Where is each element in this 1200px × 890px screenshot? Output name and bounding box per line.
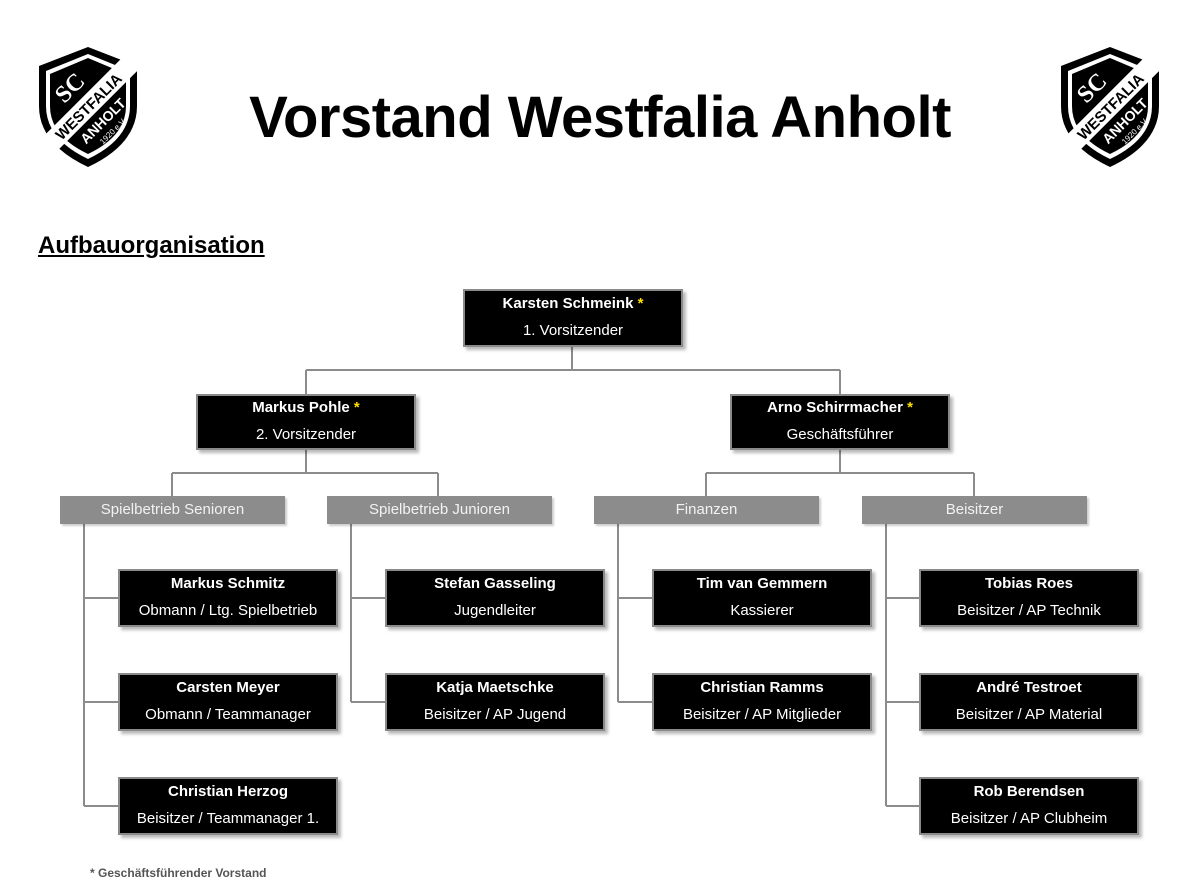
star-marker: *: [353, 399, 360, 416]
member-name: Markus Schmitz: [170, 575, 286, 592]
member-role: Obmann / Ltg. Spielbetrieb: [138, 602, 318, 619]
category-spielbetrieb-junioren: Spielbetrieb Junioren: [327, 496, 552, 524]
member-role: Beisitzer / AP Clubheim: [950, 810, 1108, 827]
member-role: Beisitzer / AP Mitglieder: [682, 706, 842, 723]
org-box-right-head: Arno Schirrmacher * Geschäftsführer: [730, 394, 950, 450]
member-name: Stefan Gasseling: [434, 575, 556, 592]
member-name: Katja Maetschke: [436, 679, 554, 696]
org-box-top: Karsten Schmeink * 1. Vorsitzender: [463, 289, 683, 347]
member-name: Tim van Gemmern: [696, 575, 828, 592]
member-name: Carsten Meyer: [176, 679, 280, 696]
member-name: Tobias Roes: [984, 575, 1074, 592]
org-box-left-head: Markus Pohle * 2. Vorsitzender: [196, 394, 416, 450]
category-finanzen: Finanzen: [594, 496, 819, 524]
member-name: Christian Ramms: [700, 679, 824, 696]
member-name: Christian Herzog: [167, 783, 288, 800]
member-role: Geschäftsführer: [786, 426, 894, 443]
member-box: Stefan Gasseling Jugendleiter: [385, 569, 605, 627]
member-box: Katja Maetschke Beisitzer / AP Jugend: [385, 673, 605, 731]
member-role: Jugendleiter: [454, 602, 536, 619]
category-spielbetrieb-senioren: Spielbetrieb Senioren: [60, 496, 285, 524]
member-box: Christian Ramms Beisitzer / AP Mitgliede…: [652, 673, 872, 731]
member-name: Markus Pohle: [252, 399, 350, 416]
member-name: Karsten Schmeink: [502, 295, 634, 312]
member-name: Arno Schirrmacher: [767, 399, 903, 416]
member-role: Beisitzer / AP Jugend: [423, 706, 567, 723]
member-box: Tim van Gemmern Kassierer: [652, 569, 872, 627]
member-role: Beisitzer / Teammanager 1.: [136, 810, 320, 827]
member-box: André Testroet Beisitzer / AP Material: [919, 673, 1139, 731]
club-logo-left: SC WESTFALIA ANHOLT 1920 e.V.: [34, 47, 142, 167]
member-name: Rob Berendsen: [973, 783, 1085, 800]
section-subtitle: Aufbauorganisation: [38, 232, 265, 259]
member-role: Beisitzer / AP Material: [955, 706, 1103, 723]
star-marker: *: [907, 399, 913, 416]
member-box: Markus Schmitz Obmann / Ltg. Spielbetrie…: [118, 569, 338, 627]
member-box: Christian Herzog Beisitzer / Teammanager…: [118, 777, 338, 835]
member-box: Carsten Meyer Obmann / Teammanager: [118, 673, 338, 731]
member-role: Beisitzer / AP Technik: [957, 602, 1101, 619]
member-role: Kassierer: [730, 602, 794, 619]
member-role: 2. Vorsitzender: [255, 426, 357, 443]
member-role: 1. Vorsitzender: [522, 322, 624, 339]
member-role: Obmann / Teammanager: [145, 706, 311, 723]
member-name: André Testroet: [976, 679, 1082, 696]
member-box: Rob Berendsen Beisitzer / AP Clubheim: [919, 777, 1139, 835]
page-title: Vorstand Westfalia Anholt: [249, 85, 951, 150]
star-marker: *: [637, 295, 644, 312]
footnote: * Geschäftsführender Vorstand: [90, 866, 267, 880]
member-box: Tobias Roes Beisitzer / AP Technik: [919, 569, 1139, 627]
club-logo-right: SC WESTFALIA ANHOLT 1920 e.V.: [1056, 47, 1164, 167]
category-beisitzer: Beisitzer: [862, 496, 1087, 524]
